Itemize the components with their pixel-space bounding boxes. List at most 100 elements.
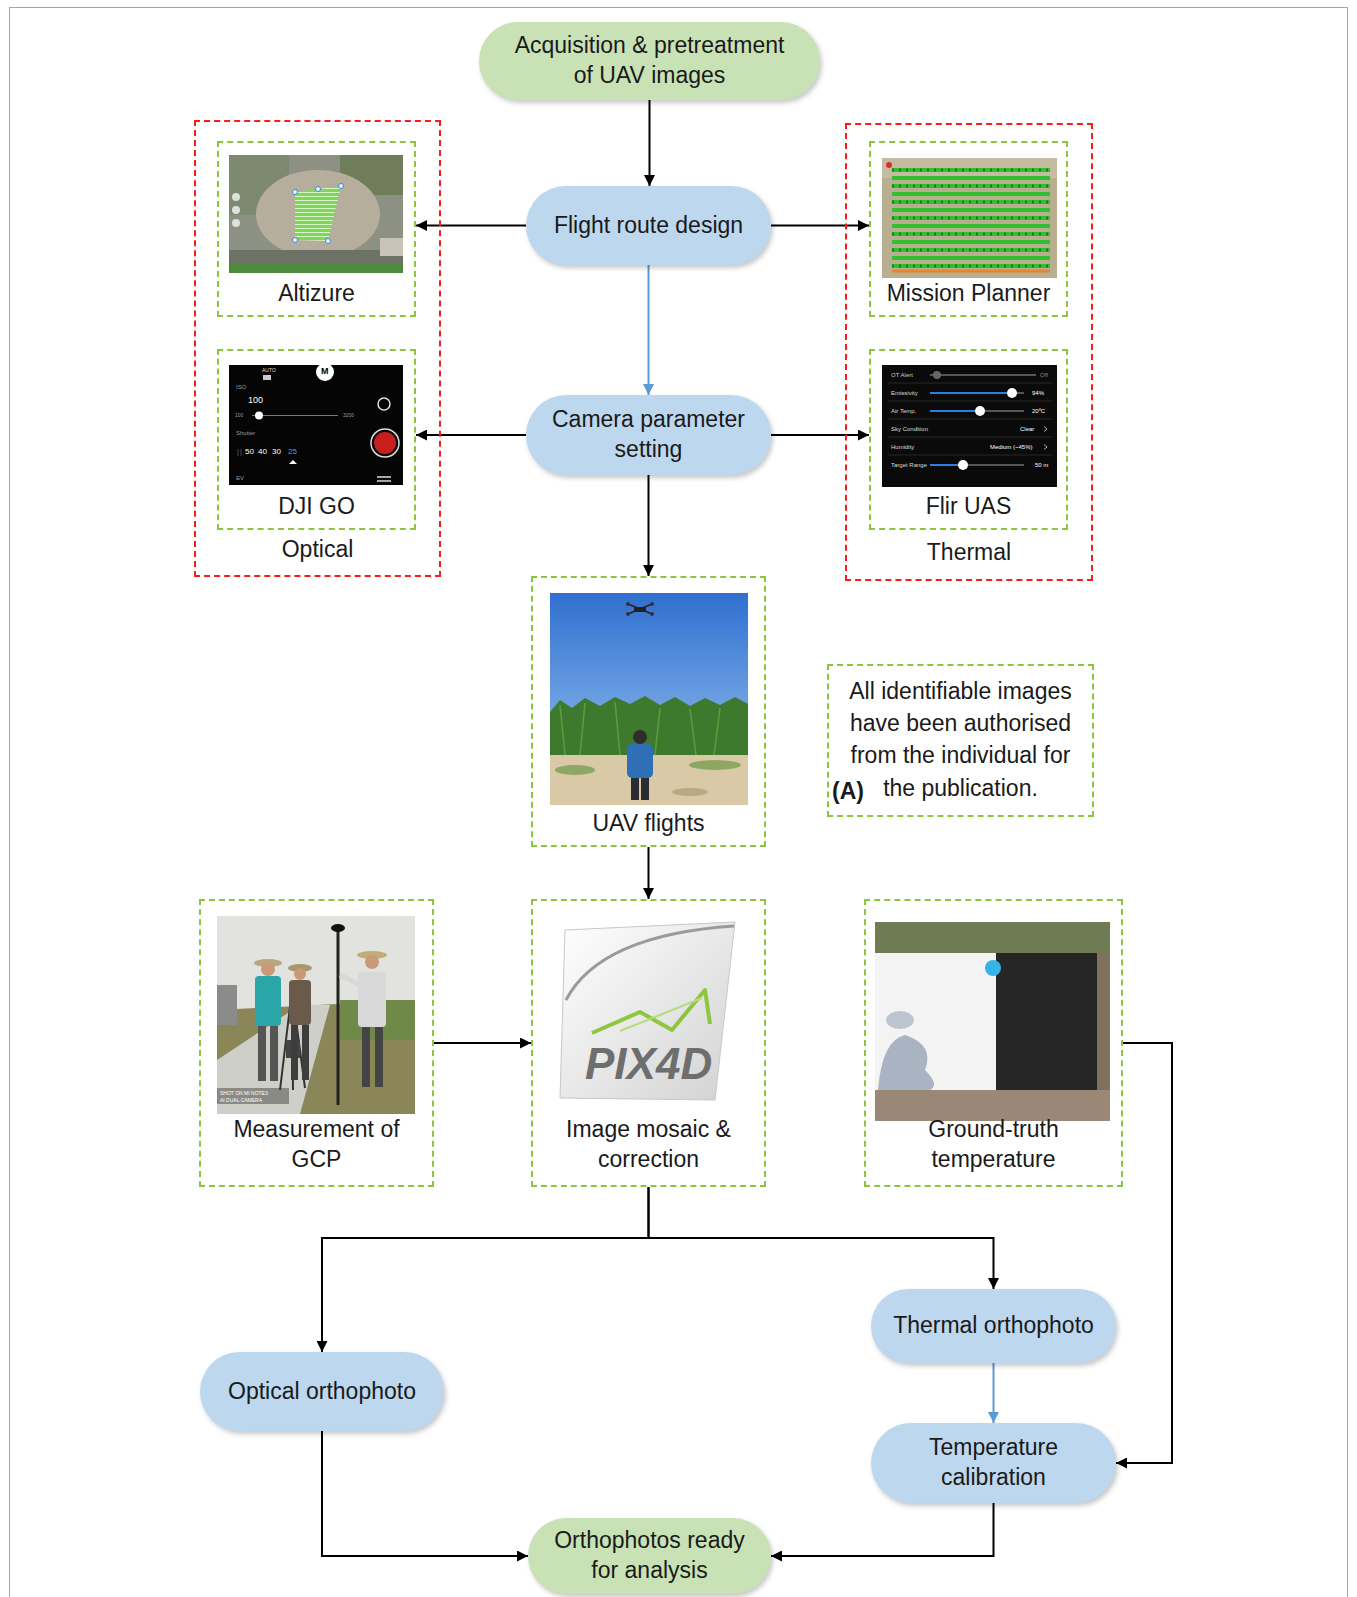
node-label: Mission Planner: [871, 279, 1066, 309]
flir-uas-screen-part: [958, 460, 968, 470]
text-holder: Altizure: [219, 279, 414, 309]
altizure-map-part: [293, 190, 298, 195]
dji-go-screen-part: [378, 398, 390, 410]
dji-go-screen-part: [229, 365, 403, 485]
text-holder: Temperature calibration: [886, 1433, 1101, 1493]
gcp-survey-photo-part: [331, 924, 345, 932]
node-label: Optical orthophoto: [228, 1377, 416, 1407]
app-ui-text: OT Alert: [891, 372, 913, 378]
text-holder: UAV flights: [533, 809, 764, 839]
mission-planner-map-part-part: [892, 256, 1050, 260]
pix4d-logo: [550, 916, 748, 1114]
altizure-map-part: [256, 170, 380, 258]
flir-uas-screen-part: [963, 464, 1024, 466]
altizure-map-part: [295, 186, 341, 241]
flir-uas-screen-part: [975, 406, 985, 416]
mission-planner-map-part-part: [892, 216, 1050, 220]
mission-planner-map-part-part: [892, 169, 1050, 172]
node-label: Flight route design: [554, 211, 743, 241]
connector-arrow: [648, 847, 650, 899]
text-holder: DJI GO: [219, 492, 414, 522]
altizure-map-part: [229, 155, 403, 273]
connector-arrow: [416, 225, 526, 227]
altizure-map-part: [232, 193, 240, 201]
altizure-map-part: [316, 187, 321, 192]
mission-planner-map-part-part: [892, 249, 1050, 252]
app-ui-text: 50: [245, 448, 254, 456]
altizure-map-part: [326, 239, 331, 244]
flir-uas-screen-part: [930, 410, 980, 412]
mission-planner-map-part: [892, 270, 1050, 273]
optical-group: Optical AltizureDJI GO: [194, 120, 441, 577]
photo-box: UAV flights: [531, 576, 766, 847]
dji-go-screen-part: [252, 415, 338, 416]
text-holder: Mission Planner: [871, 279, 1066, 309]
node-label: All identifiable images have been author…: [839, 675, 1082, 804]
mission-planner-map-part-part: [892, 217, 1050, 220]
connector-arrow: [648, 265, 650, 395]
app-ui-text: Off: [1040, 372, 1048, 378]
text-holder: Optical: [196, 535, 439, 565]
photo-box: Ground-truth temperature: [864, 899, 1123, 1187]
uav-flight-photo-part: [689, 760, 741, 770]
software-box: Altizure: [217, 141, 416, 317]
mission-planner-map-part-part: [892, 184, 1050, 188]
altizure-map: [229, 155, 403, 273]
uav-flight-photo-part-part: [615, 702, 620, 755]
app-ui-text: Air Temp.: [891, 408, 916, 414]
text-holder: Flir UAS: [871, 492, 1066, 522]
uav-flight-photo-part-part: [580, 703, 585, 755]
gcp-survey-photo-part: [362, 1027, 370, 1087]
node-label: Acquisition & pretreatment of UAV images: [505, 31, 795, 91]
flir-uas-screen: [882, 365, 1057, 487]
connector-arrow: [322, 1431, 528, 1556]
uav-flight-photo: [550, 593, 748, 805]
app-ui-text: Shutter: [236, 430, 255, 436]
text-holder: Ground-truth temperature: [874, 1115, 1114, 1175]
uav-flight-photo-part-part: [690, 709, 696, 755]
dji-go-screen-part: [371, 429, 399, 457]
flir-uas-screen-part: [1044, 445, 1047, 450]
gcp-survey-photo-part: [365, 955, 379, 969]
connector-arrow: [416, 434, 526, 436]
dji-go-screen-part: [289, 460, 297, 464]
connector-arrow: [322, 1187, 649, 1352]
mission-planner-map-part-part: [892, 248, 1050, 252]
text-holder: Flight route design: [554, 211, 743, 241]
mission-planner-map-part-part: [892, 265, 1050, 268]
app-ui-text: 3200: [343, 413, 354, 418]
dji-go-screen-part: [377, 476, 391, 478]
mission-planner-map-part-part: [892, 168, 1050, 172]
pix4d-logo-part: [592, 990, 710, 1033]
node-label: Optical: [196, 535, 439, 565]
flir-uas-screen-part-part: [888, 419, 1052, 420]
mission-planner-map-part-part: [892, 240, 1050, 244]
uav-flight-photo-part-part: [560, 705, 565, 755]
gcp-survey-photo-part: [255, 976, 281, 1026]
uav-flight-photo-part: [631, 776, 639, 800]
calibration-panel-photo-part: [875, 922, 1110, 954]
mission-planner-map-part-part: [892, 176, 1050, 180]
flir-uas-screen-part: [933, 371, 941, 379]
uav-flight-photo-part: [628, 604, 652, 614]
app-ui-text: 94%: [1032, 390, 1044, 396]
app-ui-text: AUTO: [262, 368, 276, 373]
node-label: Thermal: [847, 538, 1091, 568]
mission-planner-map-part: [882, 158, 1057, 278]
calibration-panel-photo-part: [878, 1035, 934, 1090]
calibration-panel-photo-part: [1097, 953, 1110, 1090]
altizure-map-part: [232, 206, 240, 214]
process-pill: Camera parameter setting: [526, 395, 771, 475]
gcp-survey-photo-part: [270, 1026, 278, 1081]
text-holder: Orthophotos ready for analysis: [543, 1526, 756, 1586]
mission-planner-map-part-part: [892, 201, 1050, 204]
dji-go-screen: [229, 363, 403, 485]
node-label: UAV flights: [533, 809, 764, 839]
pix4d-logo-part: [566, 926, 734, 1000]
logo-text: PIX4D: [585, 1042, 712, 1086]
app-ui-text: Medium (~45%): [990, 444, 1033, 450]
text-holder: Measurement of GCP: [217, 1115, 417, 1175]
connector-arrow: [648, 475, 650, 576]
pix4d-logo-part: [550, 916, 748, 1114]
